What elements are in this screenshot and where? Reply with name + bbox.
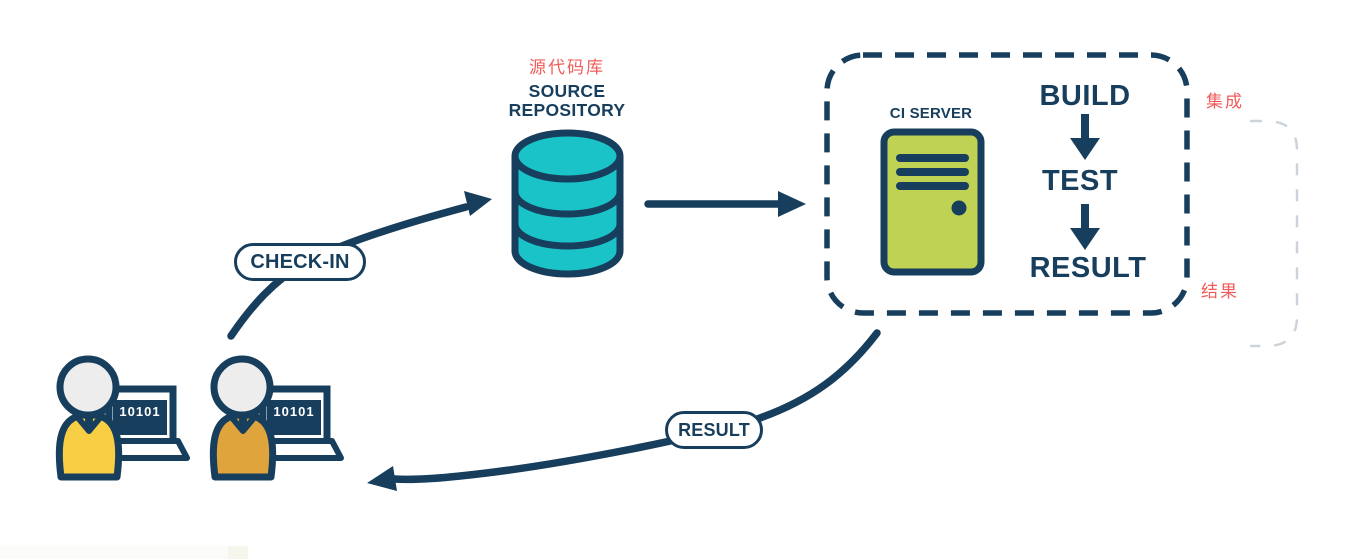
bottom-strip xyxy=(0,546,248,559)
repo-to-ci-arrowhead xyxy=(778,191,806,217)
database-top xyxy=(511,129,624,183)
pipeline-arrows xyxy=(1070,114,1100,250)
database-icon xyxy=(511,129,624,278)
developer-2-collar xyxy=(230,416,256,434)
developer-2-torso xyxy=(209,411,277,481)
checkin-pill: CHECK-IN xyxy=(234,243,366,281)
ghost-dashed-bracket xyxy=(1250,119,1299,348)
test-to-result-arrowhead xyxy=(1070,228,1100,250)
repository-annotation-cn: 源代码库 xyxy=(529,58,605,77)
integration-annotation-cn: 集成 xyxy=(1206,92,1244,111)
result-annotation-cn: 结果 xyxy=(1201,282,1239,301)
pipeline-step-build: BUILD xyxy=(1039,80,1131,112)
result-pill-label: RESULT xyxy=(678,419,750,440)
ci-server-title: CI SERVER xyxy=(889,105,973,122)
laptop-screen-1 xyxy=(113,400,167,435)
bottom-strip-square xyxy=(228,546,248,559)
checkin-pill-label: CHECK-IN xyxy=(250,250,350,273)
server-body xyxy=(880,128,985,276)
result-return-arrowhead xyxy=(367,466,397,491)
build-to-test-arrowhead xyxy=(1070,138,1100,160)
result-pill: RESULT xyxy=(665,411,763,449)
developer-1-torso xyxy=(55,411,123,481)
ci-dashed-box xyxy=(824,52,1190,316)
server-power-dot xyxy=(951,200,967,216)
developer-1 xyxy=(55,355,190,481)
bottom-strip-bar xyxy=(0,546,228,559)
repository-title: SOURCE REPOSITORY xyxy=(508,81,626,120)
developer-1-collar xyxy=(76,416,102,434)
laptop-icon-2 xyxy=(259,385,344,461)
pipeline-step-result: RESULT xyxy=(1029,252,1147,284)
developer-2 xyxy=(209,355,344,481)
laptop-icon-1 xyxy=(105,385,190,461)
laptop-screen-code-1: 10101 xyxy=(119,404,161,419)
server-icon xyxy=(880,128,985,276)
developer-1-head xyxy=(56,355,120,419)
developer-2-head xyxy=(210,355,274,419)
laptop-screen-code-2: 10101 xyxy=(273,404,315,419)
pipeline-step-test: TEST xyxy=(1041,165,1119,197)
laptop-screen-2 xyxy=(267,400,321,435)
result-return-arrow xyxy=(367,329,881,491)
database-band-lower xyxy=(511,223,624,250)
checkin-arrowhead xyxy=(464,191,492,216)
repo-to-ci-arrow xyxy=(644,191,806,217)
database-band-upper xyxy=(511,191,624,218)
result-return-curve xyxy=(390,329,881,484)
